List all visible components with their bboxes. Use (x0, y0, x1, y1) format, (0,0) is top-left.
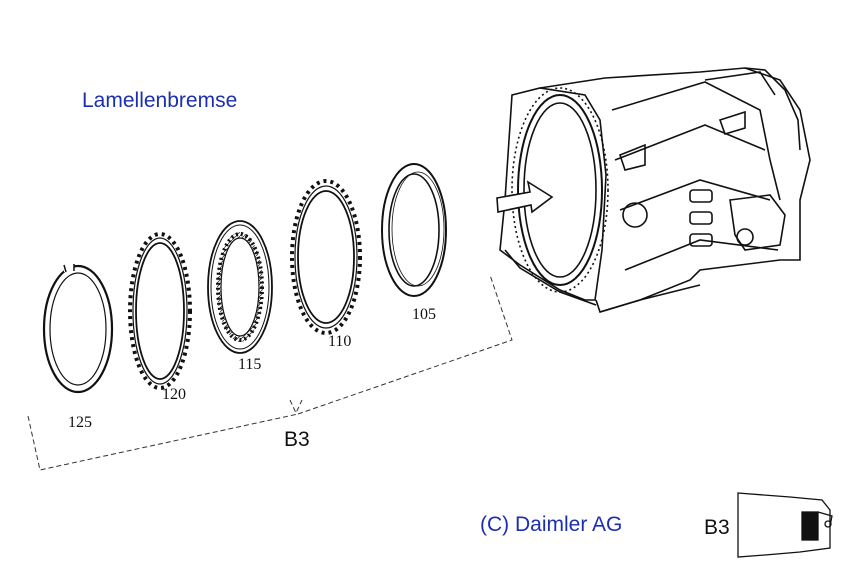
diagram-title: Lamellenbremse (82, 89, 238, 112)
outer-disc-icon (290, 179, 362, 335)
outer-disc-icon (128, 232, 192, 390)
lined-disc-icon (207, 220, 273, 354)
part-number-120: 120 (162, 386, 186, 403)
group-label: B3 (284, 428, 310, 451)
part-number-110: 110 (328, 333, 352, 350)
transmission-housing-icon (499, 67, 811, 313)
part-number-125: 125 (68, 414, 92, 431)
part-number-115: 115 (238, 356, 262, 373)
insertion-arrow-icon (496, 180, 554, 214)
snap-ring-icon (42, 264, 114, 394)
pressure-plate-icon (381, 163, 447, 297)
group-bracket (27, 274, 513, 471)
thumbnail-label: B3 (704, 516, 730, 539)
transmission-thumbnail-icon (737, 492, 833, 558)
copyright-text: (C) Daimler AG (480, 513, 623, 536)
part-number-105: 105 (412, 306, 436, 323)
